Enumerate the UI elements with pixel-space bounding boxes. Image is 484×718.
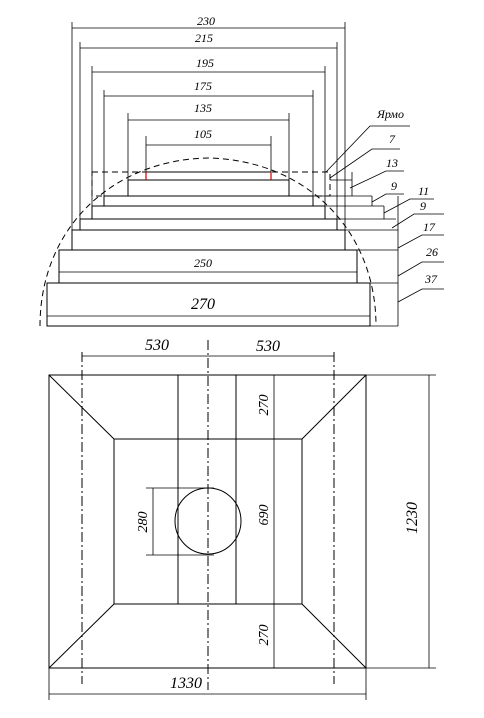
label-h13: 13 xyxy=(386,156,398,170)
label-530-left: 530 xyxy=(145,337,169,354)
label-690: 690 xyxy=(257,505,272,526)
label-270-bottom: 270 xyxy=(257,625,272,646)
leader-lines xyxy=(325,125,444,303)
label-270: 270 xyxy=(191,296,215,313)
label-280: 280 xyxy=(136,512,151,533)
step-270 xyxy=(46,282,371,327)
step-195 xyxy=(91,205,326,220)
label-h11: 11 xyxy=(418,184,429,198)
step-230 xyxy=(71,229,346,251)
label-135: 135 xyxy=(194,101,212,115)
step-105 xyxy=(145,171,272,181)
label-1330: 1330 xyxy=(170,675,202,692)
dim-1230 xyxy=(366,374,436,669)
label-h17: 17 xyxy=(423,220,436,234)
label-h7: 7 xyxy=(389,132,396,146)
dim-280 xyxy=(146,487,214,556)
inner-window xyxy=(113,438,303,605)
height-dimension-ticks xyxy=(313,172,399,327)
circumscribed-circle-arc xyxy=(39,157,377,327)
step-175 xyxy=(103,195,314,207)
label-215: 215 xyxy=(195,31,213,45)
label-175: 175 xyxy=(194,79,212,93)
label-105: 105 xyxy=(194,127,212,141)
outer-frame xyxy=(48,374,367,669)
stepped-core-section: 230 215 195 175 135 105 250 270 xyxy=(39,14,444,327)
label-530-right: 530 xyxy=(256,338,280,355)
step-215 xyxy=(79,218,338,231)
label-270-top: 270 xyxy=(257,395,272,416)
width-dimension-lines xyxy=(72,27,345,146)
label-h37: 37 xyxy=(424,272,438,286)
label-h9b: 9 xyxy=(420,199,426,213)
label-230: 230 xyxy=(197,14,215,28)
label-1230: 1230 xyxy=(404,502,421,534)
label-h9a: 9 xyxy=(391,179,397,193)
label-195: 195 xyxy=(196,56,214,70)
label-250: 250 xyxy=(194,256,212,270)
corner-diagonals xyxy=(48,374,367,669)
label-yarmo: Ярмо xyxy=(376,107,404,121)
step-135 xyxy=(127,179,290,197)
label-h26: 26 xyxy=(426,245,438,259)
extension-lines xyxy=(71,22,346,230)
plan-view: 530 530 270 690 270 280 1230 1330 xyxy=(48,337,436,700)
dim-1330 xyxy=(48,668,367,700)
